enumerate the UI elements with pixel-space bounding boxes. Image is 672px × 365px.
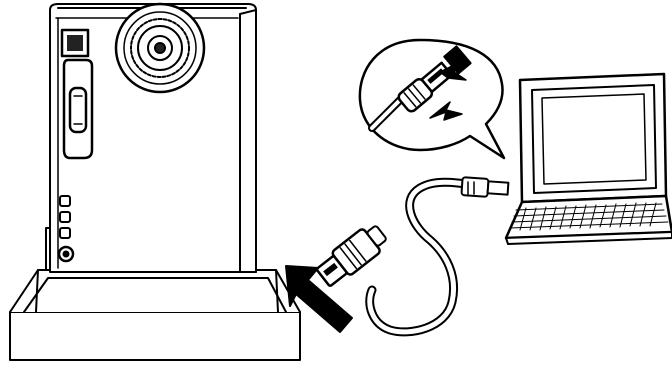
slider-knob (70, 88, 86, 132)
usb-plug-laptop (461, 177, 508, 197)
camcorder (46, 4, 256, 272)
lens-icon (116, 4, 204, 92)
usb-plug-magnified (360, 40, 504, 158)
dock-base (10, 270, 300, 360)
laptop-computer (506, 74, 672, 244)
usb-plug-dock (314, 220, 391, 289)
usb-cable (314, 177, 509, 332)
